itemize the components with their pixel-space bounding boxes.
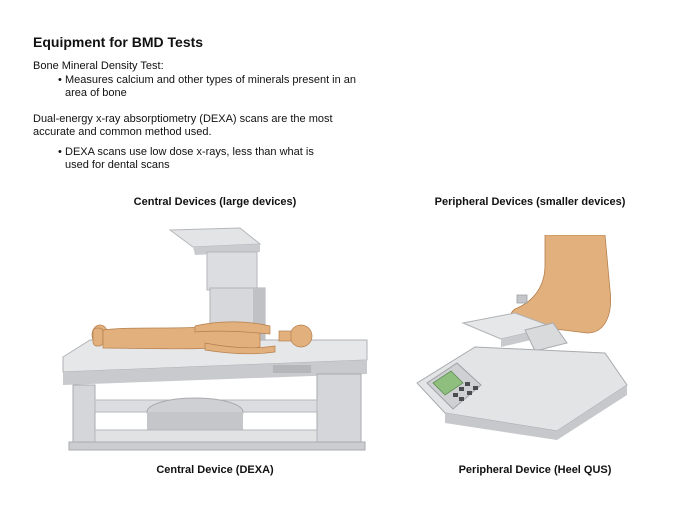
peripheral-device-caption: Peripheral Device (Heel QUS)	[458, 464, 612, 476]
dexa-bullet-item: • DEXA scans use low dose x-rays, less t…	[58, 146, 338, 172]
dexa-bullet-text: DEXA scans use low dose x-rays, less tha…	[65, 146, 314, 171]
central-dexa-device-illustration	[62, 227, 368, 451]
peripheral-heel-qus-device-illustration	[416, 235, 628, 440]
bmd-bullet-text: Measures calcium and other types of mine…	[65, 74, 357, 99]
bullet-marker: •	[58, 74, 62, 86]
peripheral-devices-heading: Peripheral Devices (smaller devices)	[434, 196, 626, 208]
dexa-intro-text: Dual-energy x-ray absorptiometry (DEXA) …	[33, 113, 333, 138]
page-title: Equipment for BMD Tests	[33, 34, 204, 50]
bmd-test-label: Bone Mineral Density Test:	[33, 60, 164, 72]
bullet-marker: •	[58, 146, 62, 158]
central-device-caption: Central Device (DEXA)	[156, 464, 274, 476]
bmd-bullet-item: • Measures calcium and other types of mi…	[58, 74, 358, 100]
central-devices-heading: Central Devices (large devices)	[133, 196, 297, 208]
